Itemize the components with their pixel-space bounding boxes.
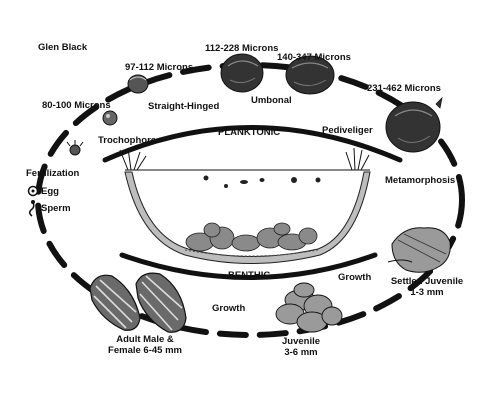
reeds-left [119, 147, 147, 171]
trochophore-size-label: 80-100 Microns [42, 100, 111, 111]
settled-juvenile-size: 1-3 mm [410, 287, 444, 298]
benthic-zone-label: BENTHIC [228, 270, 271, 281]
juvenile-name: Juvenile [281, 336, 321, 347]
umbonal-label: Umbonal [251, 95, 292, 106]
author-credit: Glen Black [38, 42, 88, 53]
inner-benthic-arc [119, 252, 378, 280]
larvae-in-water [203, 175, 321, 188]
fertilization-label: Fertilization [26, 168, 80, 179]
umbonal-size-label-2: 140-347 Microns [277, 52, 351, 63]
settled-juvenile-icon [387, 227, 451, 273]
metamorphosis-label: Metamorphosis [385, 175, 456, 186]
adult-male-mussel-icon [89, 274, 141, 331]
trochophore-label: Trochophore [98, 135, 157, 146]
sperm-label: Sperm [41, 203, 71, 214]
adult-line-2: Female 6-45 mm [108, 345, 182, 356]
straight-hinged-label: Straight-Hinged [148, 101, 220, 112]
adult-label: Adult Male & Female 6-45 mm [95, 334, 195, 356]
adult-female-mussel-icon [135, 272, 187, 333]
pediveliger-label: Pediveliger [322, 125, 373, 136]
trochophore-icon [102, 110, 118, 126]
growth-label-right: Growth [338, 272, 372, 283]
settled-juvenile-label: Settled Juvenile 1-3 mm [383, 276, 471, 298]
straight-hinged-veliger-icon [127, 74, 149, 94]
inner-planktonic-arc [102, 125, 403, 163]
settled-juvenile-name: Settled Juvenile [390, 276, 464, 287]
egg-label: Egg [41, 186, 59, 197]
umbonal-veliger-large-icon [285, 55, 335, 95]
fertilized-egg-icon [66, 140, 84, 156]
juvenile-cluster-icon [275, 282, 343, 333]
pond-mussel-beds [185, 222, 318, 252]
reeds-right [345, 147, 370, 171]
pond-cross-section [119, 147, 371, 264]
umbonal-veliger-icon [220, 53, 264, 93]
planktonic-zone-label: PLANKTONIC [218, 127, 281, 138]
straight-hinged-size-label: 97-112 Microns [125, 62, 194, 73]
adult-line-1: Adult Male & [116, 334, 174, 345]
growth-label-bottom: Growth [212, 303, 246, 314]
umbonal-size-label-1: 112-228 Microns [205, 43, 279, 54]
sperm-icon [28, 201, 35, 217]
pediveliger-icon [385, 96, 443, 153]
juvenile-size: 3-6 mm [284, 347, 318, 358]
juvenile-label: Juvenile 3-6 mm [276, 336, 326, 358]
pediveliger-size-label: 231-462 Microns [367, 83, 441, 94]
